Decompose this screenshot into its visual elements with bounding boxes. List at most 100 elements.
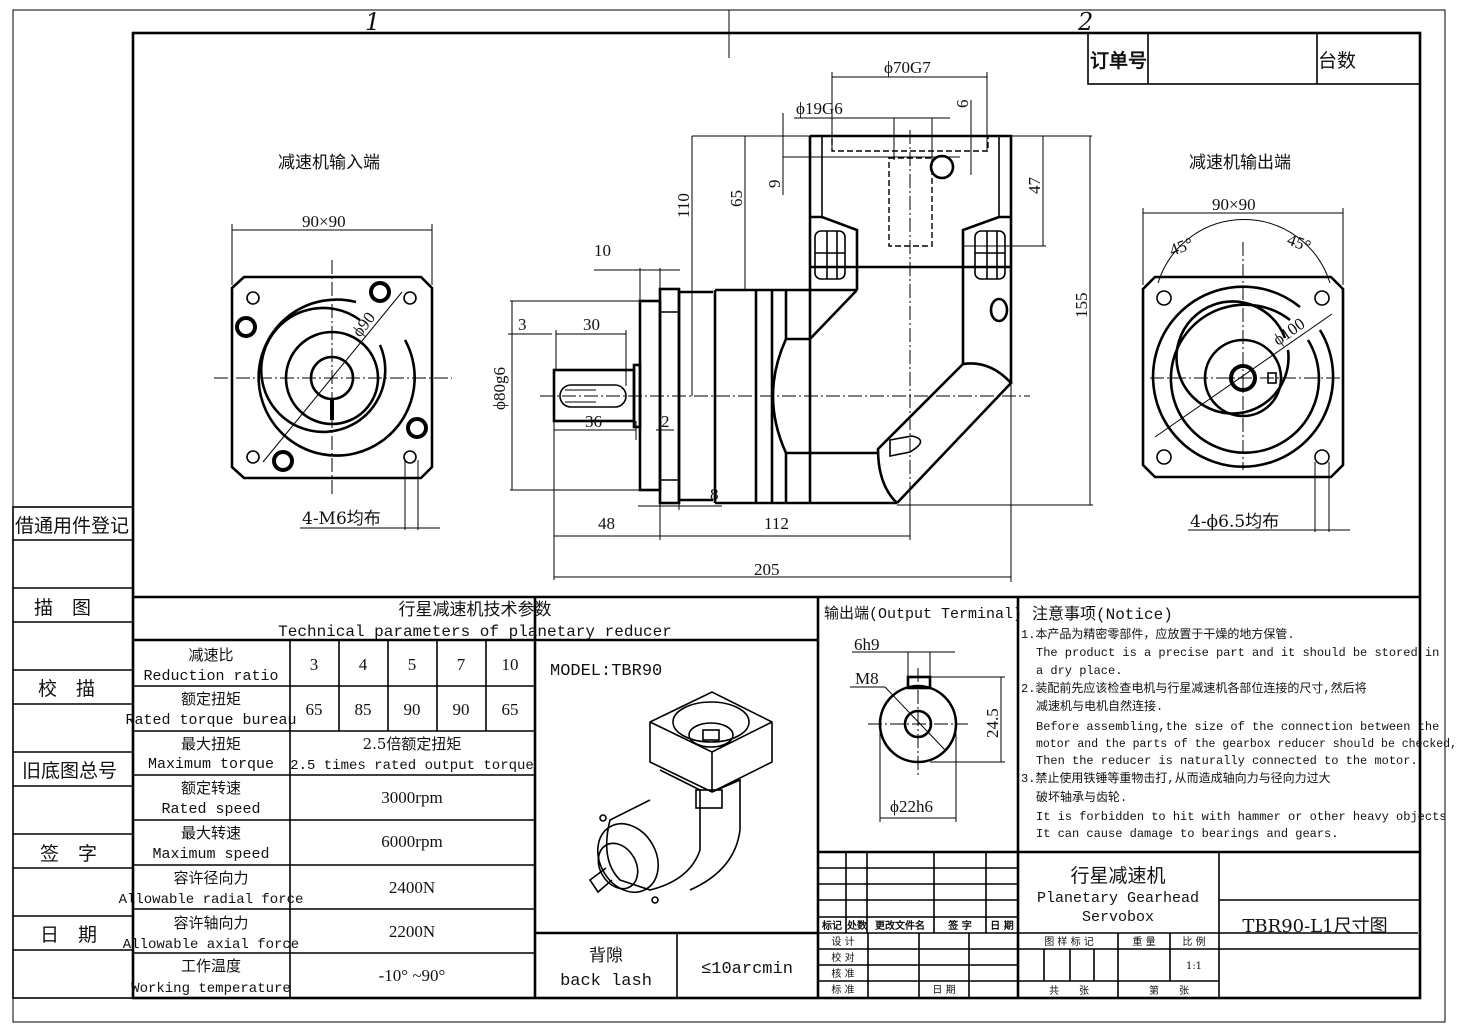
dim-205: 205 bbox=[754, 560, 780, 579]
role-standard: 标 准 bbox=[831, 984, 854, 996]
notice-line: Then the reducer is naturally connected … bbox=[1036, 754, 1418, 768]
ratio-value: 7 bbox=[457, 655, 466, 674]
dim-47: 47 bbox=[1025, 177, 1044, 195]
input-end-view: 减速机输入端 90×90 ϕ90 4-M6均布 bbox=[214, 153, 452, 530]
dim-48: 48 bbox=[598, 514, 615, 533]
max-torque-value: 2.5 times rated output torque bbox=[290, 758, 534, 774]
axial-force-value: 2200N bbox=[389, 922, 435, 941]
max-torque-value-cn: 2.5倍额定扭矩 bbox=[363, 735, 462, 753]
gearbox-isometric-image bbox=[588, 691, 773, 904]
notice-line: 3.禁止使用铁锤等重物击打,从而造成轴向力与径向力过大 bbox=[1021, 770, 1331, 786]
product-name-cn: 行星减速机 bbox=[1070, 865, 1165, 887]
output-angle-left: 45° bbox=[1167, 234, 1196, 260]
ratio-value: 3 bbox=[310, 655, 319, 674]
rev-header-date: 日 期 bbox=[990, 919, 1013, 932]
register-date-label: 日 期 bbox=[40, 924, 97, 946]
total-sheets-label: 共 张 bbox=[1049, 985, 1089, 997]
weight-label: 重 量 bbox=[1132, 935, 1155, 948]
dim-9: 9 bbox=[765, 180, 784, 189]
rated-torque-value: 65 bbox=[502, 700, 519, 719]
dim-3: 3 bbox=[518, 315, 527, 334]
output-diameter-dim: ϕ22h6 bbox=[890, 797, 933, 816]
rev-header-file: 更改文件名 bbox=[875, 919, 925, 932]
rated-speed-value: 3000rpm bbox=[381, 788, 442, 807]
ratio-value: 10 bbox=[502, 655, 519, 674]
row-temperature-cn: 工作温度 bbox=[181, 957, 241, 975]
order-box: 订单号 台数 bbox=[1087, 32, 1421, 85]
rated-torque-value: 85 bbox=[355, 700, 372, 719]
dim-30: 30 bbox=[583, 315, 600, 334]
dim-155: 155 bbox=[1072, 293, 1091, 319]
output-key-dim: 6h9 bbox=[854, 635, 880, 654]
register-borrow-label: 借通用件登记 bbox=[15, 515, 129, 537]
input-size-dim: 90×90 bbox=[302, 212, 346, 231]
side-view: ϕ70G7 ϕ19G6 6 9 65 110 47 155 10 3 30 ϕ8… bbox=[490, 58, 1093, 582]
output-thread-dim: M8 bbox=[855, 669, 879, 688]
rated-torque-value: 90 bbox=[453, 700, 470, 719]
dim-36: 36 bbox=[585, 412, 602, 431]
dim-10: 10 bbox=[594, 241, 611, 260]
tech-params-table: 行星减速机技术参数 Technical parameters of planet… bbox=[119, 597, 818, 998]
dim-112: 112 bbox=[764, 514, 789, 533]
product-name-en: Planetary Gearhead bbox=[1037, 890, 1199, 907]
row-ratio-en: Reduction ratio bbox=[143, 668, 278, 685]
tech-table-title-cn: 行星减速机技术参数 bbox=[399, 600, 552, 620]
ratio-value: 5 bbox=[408, 655, 417, 674]
rev-header-sign: 签 字 bbox=[947, 919, 971, 932]
drawing-title: TBR90-L1尺寸图 bbox=[1242, 916, 1387, 937]
title-block: 标记 处数 更改文件名 签 字 日 期 设 计 校 对 核 准 标 准 日 期 … bbox=[818, 850, 1420, 998]
role-approve: 核 准 bbox=[831, 967, 854, 980]
role-design: 设 计 bbox=[831, 935, 854, 948]
output-terminal-title: 输出端(Output Terminal) bbox=[824, 605, 1022, 623]
model-panel: MODEL:TBR90 背隙 back lash ≤10arcmin bbox=[535, 597, 820, 998]
model-label: MODEL:TBR90 bbox=[550, 662, 662, 681]
output-end-view: 减速机输出端 90×90 45° 45° ϕ100 4-ϕ6.5均布 bbox=[1141, 153, 1350, 532]
rated-torque-value: 90 bbox=[404, 700, 421, 719]
notice-title: 注意事项(Notice) bbox=[1032, 604, 1173, 624]
scale-value: 1:1 bbox=[1186, 961, 1202, 972]
product-name-en-2: Servobox bbox=[1082, 909, 1154, 926]
row-axial-force-cn: 容许轴向力 bbox=[173, 914, 248, 932]
register-trace-label: 描 图 bbox=[34, 597, 91, 619]
dim-8: 8 bbox=[710, 485, 719, 504]
rev-header-mark: 标记 bbox=[821, 919, 842, 932]
notice-line: It can cause damage to bearings and gear… bbox=[1036, 827, 1338, 841]
notice-line: Before assembling,the size of the connec… bbox=[1036, 720, 1439, 734]
tech-table-title-en: Technical parameters of planetary reduce… bbox=[278, 623, 672, 641]
zone-1-label: 1 bbox=[365, 8, 380, 36]
dim-65: 65 bbox=[727, 190, 746, 207]
backlash-value: ≤10arcmin bbox=[701, 960, 793, 979]
dim-pilot: ϕ80g6 bbox=[490, 367, 509, 410]
dim-6: 6 bbox=[953, 100, 972, 109]
notice-line: The product is a precise part and it sho… bbox=[1036, 646, 1439, 660]
output-angle-right: 45° bbox=[1285, 230, 1314, 256]
output-terminal-panel: 输出端(Output Terminal) 6h9 M8 24.5 ϕ22h6 bbox=[824, 597, 1022, 998]
row-rated-speed-cn: 额定转速 bbox=[181, 779, 241, 797]
radial-force-value: 2400N bbox=[389, 878, 435, 897]
quantity-label: 台数 bbox=[1318, 50, 1356, 72]
output-holes-dim: 4-ϕ6.5均布 bbox=[1190, 512, 1279, 532]
row-axial-force-en: Allowable axial force bbox=[123, 937, 299, 953]
dim-110: 110 bbox=[674, 193, 693, 218]
notice-line: a dry place. bbox=[1036, 664, 1122, 678]
row-radial-force-cn: 容许径向力 bbox=[173, 869, 248, 887]
ratio-value: 4 bbox=[359, 655, 368, 674]
zone-2-label: 2 bbox=[1077, 8, 1093, 36]
notice-panel: 注意事项(Notice) 1.本产品为精密零部件，应放置于干燥的地方保管. Th… bbox=[1021, 604, 1457, 841]
register-check-label: 校 描 bbox=[38, 678, 95, 700]
backlash-label-en: back lash bbox=[560, 972, 652, 991]
scale-label: 比 例 bbox=[1182, 935, 1205, 948]
output-height-dim: 24.5 bbox=[983, 708, 1002, 738]
notice-line: 1.本产品为精密零部件，应放置于干燥的地方保管. bbox=[1021, 626, 1295, 642]
role-proofread: 校 对 bbox=[831, 951, 854, 964]
notice-line: 破坏轴承与齿轮. bbox=[1036, 789, 1127, 805]
dim-2: 2 bbox=[661, 412, 670, 431]
row-rated-speed-en: Rated speed bbox=[161, 801, 260, 818]
rated-torque-value: 65 bbox=[306, 700, 323, 719]
register-sign-label: 签 字 bbox=[40, 843, 97, 865]
dim-bore-outer: ϕ70G7 bbox=[884, 58, 931, 77]
row-max-torque-en: Maximum torque bbox=[148, 756, 274, 773]
input-view-title: 减速机输入端 bbox=[278, 153, 380, 173]
notice-line: It is forbidden to hit with hammer or ot… bbox=[1036, 810, 1446, 824]
